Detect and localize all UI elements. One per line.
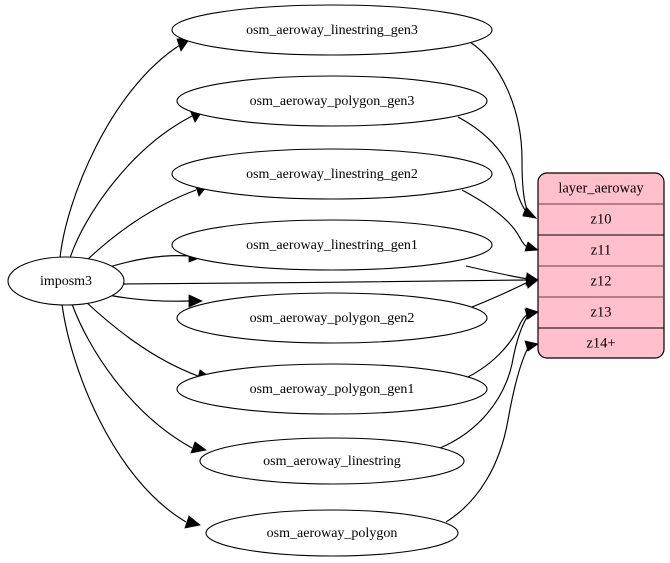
edge-polygon-gen3-to-z10 bbox=[457, 116, 538, 219]
node-osm-aeroway-linestring-gen1-label: osm_aeroway_linestring_gen1 bbox=[246, 238, 418, 253]
node-osm-aeroway-polygon-gen2-label: osm_aeroway_polygon_gen2 bbox=[250, 311, 415, 326]
edge-imposm3-to-z12-direct bbox=[123, 273, 539, 287]
layer-aeroway-row-z10-label: z10 bbox=[591, 211, 612, 227]
edge-imposm3-to-linestring bbox=[71, 303, 207, 454]
edge-linestring-gen3-to-z10 bbox=[469, 41, 538, 219]
layer-aeroway-row-z11-label: z11 bbox=[591, 242, 611, 258]
edge-linestring-to-z13 bbox=[439, 308, 539, 449]
node-layer-aeroway-table[interactable]: layer_aeroway z10 z11 z12 z13 z14+ bbox=[537, 172, 665, 359]
node-imposm3-label: imposm3 bbox=[40, 274, 92, 289]
node-osm-aeroway-linestring-gen3[interactable]: osm_aeroway_linestring_gen3 bbox=[171, 4, 493, 56]
edge-imposm3-to-polygon-gen2 bbox=[107, 294, 203, 308]
node-osm-aeroway-polygon[interactable]: osm_aeroway_polygon bbox=[205, 509, 459, 557]
node-osm-aeroway-linestring-gen2-label: osm_aeroway_linestring_gen2 bbox=[246, 167, 418, 182]
edge-imposm3-to-linestring-gen3 bbox=[59, 37, 191, 259]
node-osm-aeroway-polygon-gen2[interactable]: osm_aeroway_polygon_gen2 bbox=[176, 292, 488, 344]
node-osm-aeroway-linestring-gen2[interactable]: osm_aeroway_linestring_gen2 bbox=[171, 148, 493, 200]
node-osm-aeroway-linestring-label: osm_aeroway_linestring bbox=[263, 454, 401, 469]
edge-linestring-gen2-to-z11 bbox=[461, 189, 540, 252]
edge-imposm3-to-polygon bbox=[61, 303, 201, 529]
layer-aeroway-header-label: layer_aeroway bbox=[558, 180, 644, 196]
layer-aeroway-row-z14-label: z14+ bbox=[586, 335, 615, 351]
node-osm-aeroway-linestring[interactable]: osm_aeroway_linestring bbox=[199, 437, 465, 485]
edge-polygon-to-z14 bbox=[445, 340, 539, 523]
node-osm-aeroway-polygon-gen3[interactable]: osm_aeroway_polygon_gen3 bbox=[176, 75, 488, 127]
node-imposm3[interactable]: imposm3 bbox=[7, 256, 125, 306]
node-osm-aeroway-linestring-gen3-label: osm_aeroway_linestring_gen3 bbox=[246, 23, 418, 38]
node-osm-aeroway-polygon-label: osm_aeroway_polygon bbox=[267, 526, 398, 541]
layer-aeroway-row-z12-label: z12 bbox=[591, 273, 612, 289]
node-osm-aeroway-linestring-gen1[interactable]: osm_aeroway_linestring_gen1 bbox=[171, 219, 493, 271]
layer-aeroway-row-z13-label: z13 bbox=[591, 304, 612, 320]
node-osm-aeroway-polygon-gen1-label: osm_aeroway_polygon_gen1 bbox=[250, 382, 415, 397]
node-osm-aeroway-polygon-gen1[interactable]: osm_aeroway_polygon_gen1 bbox=[176, 363, 488, 415]
node-osm-aeroway-polygon-gen3-label: osm_aeroway_polygon_gen3 bbox=[250, 94, 415, 109]
